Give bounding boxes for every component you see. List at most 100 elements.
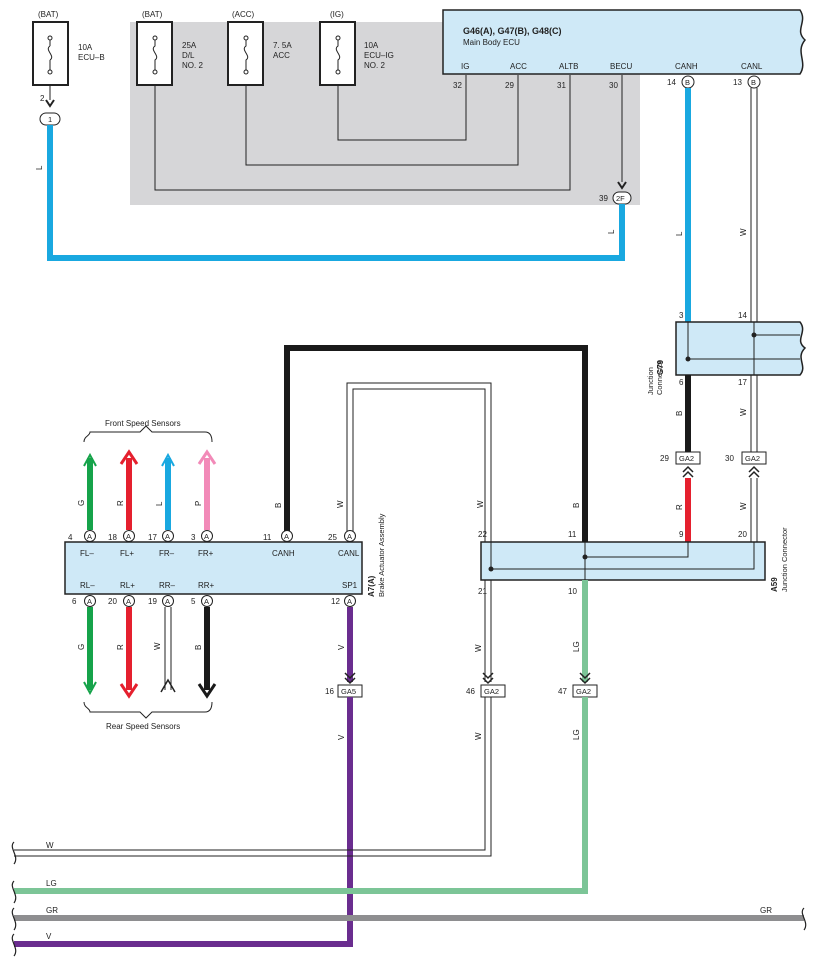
wire-label-l-3: L: [675, 231, 684, 236]
fuse-dl-source: (BAT): [142, 10, 163, 19]
wire-label-w-3: W: [739, 502, 748, 510]
ba-conn-25: A: [347, 532, 352, 541]
fuse-ig-amp: 10A: [364, 41, 379, 50]
bus-label-gr: GR: [46, 906, 58, 915]
ecu-pin-29: 29: [505, 81, 514, 90]
ba-pin-18: 18: [108, 533, 117, 542]
ba-name: Brake Actuator Assembly: [377, 513, 386, 597]
ecu-b-connector: 2 1: [39, 85, 61, 126]
ba-conn-18: A: [126, 532, 131, 541]
ba-conn-12: A: [347, 597, 352, 606]
g79-code: G79: [656, 359, 665, 375]
wire-canl-ecu: [750, 88, 758, 322]
ba-pin-11: 11: [263, 533, 272, 542]
ecu-terminal-becu: BECU: [610, 62, 632, 71]
wire-label-fr-plus: P: [194, 501, 203, 506]
ba-pin-12: 12: [331, 597, 340, 606]
ba-conn-3: A: [204, 532, 209, 541]
rear-speed-sensor-wires: G R W B Rear Speed Sensors: [77, 607, 217, 731]
rear-speed-sensors-label: Rear Speed Sensors: [106, 722, 180, 731]
ba-label-fr-plus: FR+: [198, 549, 214, 558]
ecu-conn-canl: B: [751, 78, 756, 87]
fuse-ecu-b-amp: 10A: [78, 43, 93, 52]
g79-name-2: Connector: [655, 360, 664, 395]
a59-name: Junction Connector: [780, 527, 789, 592]
wire-label-b-3: B: [274, 503, 283, 508]
front-speed-sensor-wires: G R L P Front Speed Sensors: [77, 419, 217, 530]
wire-label-rr-plus: B: [194, 645, 203, 650]
junction-connector-g79: 3 14 G79 Junction Connector 6 17: [646, 311, 807, 395]
g79-pin-17: 17: [738, 378, 747, 387]
bus-label-v: V: [46, 932, 52, 941]
becu-connector: 39 2F: [599, 181, 632, 205]
wire-label-l-1: L: [35, 165, 44, 170]
wire-label-rr-minus: W: [153, 642, 162, 650]
ba-label-rl-minus: RL–: [80, 581, 95, 590]
ecu-pin-32: 32: [453, 81, 462, 90]
g79-pin-14: 14: [738, 311, 747, 320]
wire-label-fl-minus: G: [77, 500, 86, 506]
ecu-pin-31: 31: [557, 81, 566, 90]
ecu-pin-14: 14: [667, 78, 676, 87]
ba-pin-4: 4: [68, 533, 73, 542]
fuse-dl-name2: NO. 2: [182, 61, 203, 70]
fuse-ecu-b-source: (BAT): [38, 10, 59, 19]
ba-label-sp1: SP1: [342, 581, 358, 590]
wire-w-a59-21: [484, 580, 492, 682]
ba-label-rr-plus: RR+: [198, 581, 215, 590]
wire-label-w-5: W: [476, 500, 485, 508]
ga5-pin: 16: [325, 687, 334, 696]
wire-label-b-2: B: [572, 503, 581, 508]
ecu-terminal-acc: ACC: [510, 62, 527, 71]
ga2-29-pin: 29: [660, 454, 669, 463]
left-break-marks: [11, 841, 17, 957]
main-body-ecu: G46(A), G47(B), G48(C) Main Body ECU IG …: [442, 9, 807, 90]
brake-actuator-assembly: 4 18 17 3 11 25 FL– FL+ FR– FR+ CANH CAN…: [64, 513, 386, 607]
ga2-30-pin: 30: [725, 454, 734, 463]
fuse-dl-no2: (BAT) 25A D/L NO. 2: [136, 10, 203, 86]
wire-label-rl-minus: G: [77, 644, 86, 650]
ba-pin-19: 19: [148, 597, 157, 606]
ba-pin-20: 20: [108, 597, 117, 606]
wire-label-lg-1: LG: [572, 641, 581, 652]
a59-pin-21: 21: [478, 587, 487, 596]
wire-label-l-2: L: [607, 229, 616, 234]
fuse-acc-name: ACC: [273, 51, 290, 60]
ba-conn-11: A: [284, 532, 289, 541]
g79-pin-3: 3: [679, 311, 684, 320]
ba-conn-19: A: [165, 597, 170, 606]
wire-l-ecu-b: [47, 125, 625, 261]
ga2-46-pin: 46: [466, 687, 475, 696]
wire-canh-black: [284, 345, 588, 542]
ba-pin-25: 25: [328, 533, 337, 542]
ecu-terminal-canl: CANL: [741, 62, 763, 71]
ba-pin-5: 5: [191, 597, 196, 606]
front-speed-sensors-label: Front Speed Sensors: [105, 419, 181, 428]
ba-conn-20: A: [126, 597, 131, 606]
wire-label-r-1: R: [675, 504, 684, 510]
wire-label-w-6: W: [474, 644, 483, 652]
fuse-wiring: [154, 75, 623, 191]
a59-code: A59: [770, 577, 779, 592]
wire-label-w-4: W: [336, 500, 345, 508]
main-ecu-title: G46(A), G47(B), G48(C): [463, 26, 562, 36]
ba-label-rr-minus: RR–: [159, 581, 176, 590]
bus-label-w: W: [46, 841, 54, 850]
fuse-acc-amp: 7. 5A: [273, 41, 292, 50]
ga2-46-label: GA2: [484, 687, 499, 696]
ga2-connector-46: 46 GA2: [466, 672, 506, 698]
right-break-mark: [801, 907, 807, 931]
ba-conn-4: A: [87, 532, 92, 541]
ba-label-rl-plus: RL+: [120, 581, 135, 590]
ba-pin-17: 17: [148, 533, 157, 542]
ba-label-canh: CANH: [272, 549, 295, 558]
ecu-terminal-altb: ALTB: [559, 62, 578, 71]
fuse-acc-source: (ACC): [232, 10, 255, 19]
ba-conn-5: A: [204, 597, 209, 606]
wire-label-fr-minus: L: [155, 501, 164, 506]
wire-v-bus: [14, 697, 353, 947]
ba-label-canl: CANL: [338, 549, 360, 558]
ga5-label: GA5: [341, 687, 356, 696]
fuse-dl-amp: 25A: [182, 41, 197, 50]
wire-lg-bus: [14, 697, 588, 894]
